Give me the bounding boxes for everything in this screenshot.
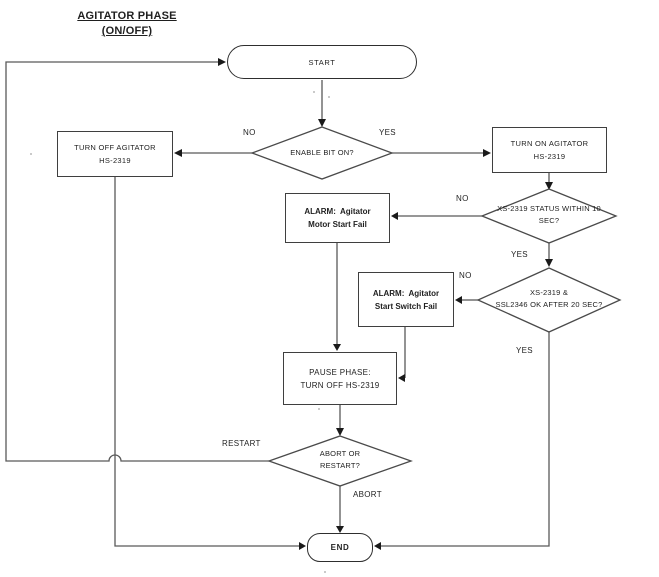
decision-enable-bit-shape [250, 126, 394, 180]
decision-abort-restart-shape [267, 435, 413, 487]
node-alarm-switch-line2: Start Switch Fail [374, 301, 438, 311]
node-alarm-start-switch-fail: ALARM: Agitator Start Switch Fail [358, 272, 454, 327]
node-turn-on-agitator: TURN ON AGITATOR HS-2319 [492, 127, 607, 173]
decision-abort-restart-line1: ABORT OR [319, 449, 361, 458]
decision-xs-ssl-ok-line2: SSL2346 OK AFTER 20 SEC? [495, 300, 603, 309]
node-alarm-switch-line1: ALARM: Agitator [372, 288, 440, 298]
label-ok-no: NO [459, 271, 472, 280]
edge-ok-yes-to-end [381, 332, 550, 547]
decision-xs-ssl-ok-text: XS-2319 & SSL2346 OK AFTER 20 SEC? [469, 287, 629, 311]
arrowhead-into-alarm-switch [455, 296, 462, 304]
node-pause-phase: PAUSE PHASE: TURN OFF HS-2319 [283, 352, 397, 405]
node-pause-line2: TURN OFF HS-2319 [300, 380, 380, 390]
arrowhead-into-turnon [483, 149, 491, 157]
node-turn-on-line1: TURN ON AGITATOR [510, 139, 589, 148]
stray-mark [30, 153, 32, 155]
decision-xs-status-text: XS-2319 STATUS WITHIN 10 SEC? [469, 203, 629, 227]
decision-abort-restart-line2: RESTART? [319, 461, 361, 470]
page-title-line1: AGITATOR PHASE [77, 10, 177, 22]
stray-mark [313, 91, 315, 93]
decision-enable-bit-text: ENABLE BIT ON? [247, 146, 397, 160]
node-alarm-motor-start-fail: ALARM: Agitator Motor Start Fail [285, 193, 390, 243]
arrowhead-into-start [218, 58, 226, 66]
decision-abort-restart-text: ABORT OR RESTART? [290, 448, 390, 472]
label-status-no: NO [456, 194, 469, 203]
node-alarm-motor-line2: Motor Start Fail [308, 220, 367, 229]
decision-xs-status-shape [480, 188, 618, 244]
page-title: AGITATOR PHASE (ON/OFF) [52, 9, 202, 39]
decision-xs-ssl-ok-line1: XS-2319 & [529, 288, 569, 297]
arrowhead-into-alarm-motor [391, 212, 398, 220]
page-title-line2: (ON/OFF) [101, 25, 153, 37]
stray-mark [328, 96, 330, 98]
node-turn-off-agitator: TURN OFF AGITATOR HS-2319 [57, 131, 173, 177]
node-alarm-motor-line1: ALARM: Agitator [304, 207, 371, 216]
label-restart: RESTART [222, 439, 261, 448]
arrowhead-into-end-top [336, 526, 344, 533]
decision-xs-ssl-ok-shape [476, 267, 622, 333]
arrowhead-into-pause-right [398, 374, 405, 382]
node-turn-off-line2: HS-2319 [99, 156, 131, 165]
edge-restart-loop [5, 61, 269, 462]
decision-xs-status-line1: XS-2319 STATUS WITHIN 10 [497, 204, 601, 213]
node-turn-on-line2: HS-2319 [533, 152, 566, 161]
node-start-label: START [308, 57, 336, 67]
arrowhead-into-enable [318, 119, 326, 127]
decision-enable-bit-label: ENABLE BIT ON? [290, 148, 354, 157]
arrowhead-into-ok [545, 259, 553, 267]
arrowhead-into-end-right [374, 542, 381, 550]
label-ok-yes: YES [516, 346, 533, 355]
node-end: END [307, 533, 373, 562]
label-status-yes: YES [511, 250, 528, 259]
node-pause-line1: PAUSE PHASE: [309, 367, 371, 377]
node-end-label: END [330, 543, 350, 552]
arrowhead-into-status [545, 182, 553, 190]
label-abort: ABORT [353, 490, 382, 499]
stray-mark [324, 571, 326, 573]
arrowhead-into-end-left [299, 542, 306, 550]
label-enable-yes: YES [379, 128, 396, 137]
node-start: START [227, 45, 417, 79]
stray-mark [318, 408, 320, 410]
arrowhead-into-turnoff [174, 149, 182, 157]
arrowhead-into-pause-top [333, 344, 341, 351]
edge-turnoff-to-end [114, 177, 299, 547]
decision-xs-status-line2: SEC? [538, 216, 560, 225]
label-enable-no: NO [243, 128, 256, 137]
arrowhead-into-abort [336, 428, 344, 436]
node-turn-off-line1: TURN OFF AGITATOR [74, 143, 156, 152]
